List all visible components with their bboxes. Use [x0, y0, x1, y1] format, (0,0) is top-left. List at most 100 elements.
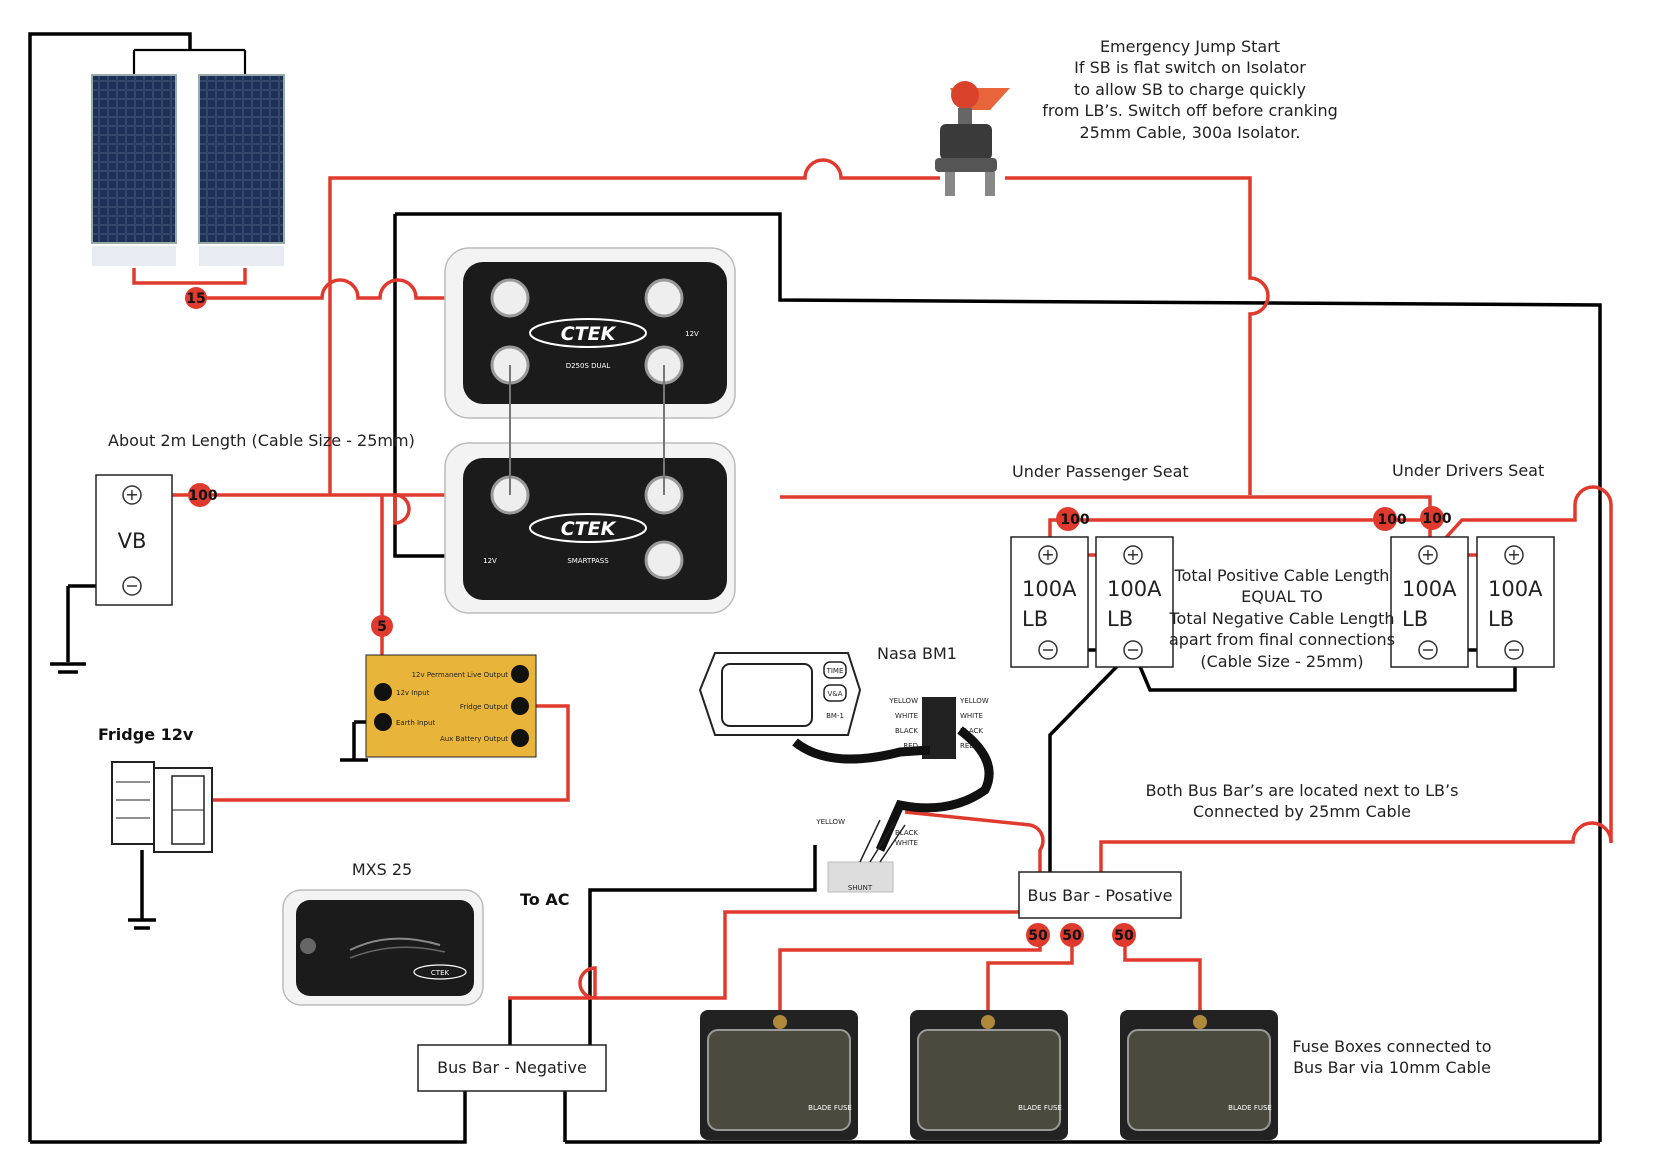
equal-length-line-3: Total Negative Cable Length [1168, 609, 1394, 628]
fuse-panel-ground [340, 722, 368, 762]
fuse-box-1-label: BLADE FUSE [808, 1104, 852, 1112]
fuse-box-1: BLADE FUSE [700, 1010, 858, 1140]
equal-length-line-5: (Cable Size - 25mm) [1200, 652, 1363, 671]
badge-fuse-panel-in: 5 [377, 619, 387, 635]
annotations: Emergency Jump Start If SB is flat switc… [98, 37, 1544, 1077]
badge-fuse-b-dot [1060, 923, 1084, 947]
mxs-button [300, 938, 316, 954]
vb-to-isolator-wire [328, 158, 940, 495]
isolator-post-right [985, 172, 995, 196]
shunt-leads [859, 819, 906, 863]
nasa-bm1-monitor: TIME V&A BM-1 YELLOW WHITE BLACK RED YEL… [698, 652, 994, 852]
lb-3-type: LB [1402, 607, 1428, 631]
bm1-wire-left-2: WHITE [895, 712, 918, 720]
lb-neg-series [1131, 649, 1517, 692]
ctek-negative-wire [395, 212, 1602, 1142]
badge-fuse-panel-in-dot [371, 615, 393, 637]
lb-2-positive-terminal [1123, 545, 1143, 565]
badge-fuse-c-dot [1112, 923, 1136, 947]
vehicle-battery: + VB [95, 474, 173, 606]
ctek-d250s: CTEK D250S DUAL 12V [444, 247, 736, 419]
badge-lb-left: 100 [1060, 512, 1089, 528]
fuse-panel-input-label: 12v Input [396, 689, 430, 697]
ctek-top-terminal-1 [490, 278, 530, 318]
bm1-wire-right-4: RED [960, 742, 975, 750]
passenger-seat-label: Under Passenger Seat [1012, 462, 1189, 481]
solar-negative-wire [28, 32, 192, 1142]
shunt-wire-3: WHITE [895, 839, 918, 847]
bus-bar-negative [417, 1044, 607, 1092]
bm1-model-label: BM-1 [826, 712, 844, 720]
bm1-wire-left-4: RED [903, 742, 918, 750]
lb-3-capacity: 100A [1402, 577, 1457, 601]
lb-3-plus-icon: + [1421, 545, 1434, 564]
left-bottom-negative [30, 1086, 467, 1144]
mxs-logo: CTEK [431, 969, 450, 977]
bus-bar-positive-label: Bus Bar - Posative [1028, 886, 1173, 905]
fuse-panel: 12v Permanent Live Output 12v Input Frid… [365, 654, 537, 758]
fridge-door [111, 761, 155, 845]
bm1-wire-right-1: YELLOW [959, 697, 989, 705]
bm1-time-label: TIME [826, 667, 844, 675]
fuse-panel-input-terminal [374, 683, 392, 701]
jump-start-line-2: If SB is flat switch on Isolator [1074, 58, 1306, 77]
isolator-base [935, 158, 997, 172]
bus-bars-line-2: Connected by 25mm Cable [1193, 802, 1411, 821]
lb-battery-1: + 100A LB [1010, 536, 1089, 668]
lb-3-positive-terminal [1418, 545, 1438, 565]
ctek-bottom-logo-ring [529, 513, 647, 543]
fridge-label: Fridge 12v [98, 725, 194, 744]
bm1-wire-left-1: YELLOW [888, 697, 918, 705]
isolator-switch [935, 81, 1010, 196]
vb-label: VB [118, 529, 147, 553]
fuse-box-2: BLADE FUSE [910, 1010, 1068, 1140]
fridge-output-wire [212, 704, 570, 802]
badge-solar-dot [185, 287, 207, 309]
mxs25-charger: CTEK [282, 889, 484, 1006]
ctek-smartpass: CTEK SMARTPASS 12V [444, 365, 736, 614]
fuse-panel-fridge-terminal [511, 697, 529, 715]
jump-start-line-3: to allow SB to charge quickly [1074, 80, 1306, 99]
lb-4-plus-icon: + [1507, 545, 1520, 564]
nasa-bm1-label: Nasa BM1 [877, 644, 957, 663]
badge-vb-out: 100 [188, 488, 217, 504]
fuse-b-wire [986, 935, 1074, 1020]
fuse-box-1-stud [773, 1015, 787, 1029]
lb-2-plus-icon: + [1126, 545, 1139, 564]
mxs-to-busbar-pos [508, 910, 1042, 1000]
bm1-cable-right [875, 726, 994, 852]
badge-lb-right-b-dot [1420, 506, 1444, 530]
fuse-boxes-line-1: Fuse Boxes connected to [1292, 1037, 1491, 1056]
ctek-top-logo-ring [529, 318, 647, 348]
ctek-to-lb-wire [780, 495, 1432, 555]
fuse-boxes: BLADE FUSE BLADE FUSE BLADE FUSE [700, 1010, 1278, 1140]
fridge-ground [128, 850, 156, 930]
lb-2-capacity: 100A [1107, 577, 1162, 601]
fuse-box-3: BLADE FUSE [1120, 1010, 1278, 1140]
bus-bar-negative-label: Bus Bar - Negative [437, 1058, 587, 1077]
isolator-body [940, 124, 992, 160]
cable-length-note: About 2m Length (Cable Size - 25mm) [108, 431, 415, 450]
lb-4-type: LB [1488, 607, 1514, 631]
ctek-top-terminal-2 [644, 278, 684, 318]
lb-1-plus-icon: + [1041, 545, 1054, 564]
badge-vb-out-dot [188, 483, 212, 507]
ctek-bottom-logo: CTEK [561, 518, 617, 540]
ctek-top-logo: CTEK [561, 323, 617, 345]
lb-1-type: LB [1022, 607, 1048, 631]
equal-length-line-1: Total Positive Cable Length [1174, 566, 1390, 585]
drivers-seat-label: Under Drivers Seat [1392, 461, 1544, 480]
isolator-knob [951, 81, 979, 109]
shunt-label: SHUNT [848, 884, 873, 892]
fuse-box-2-cover [917, 1029, 1061, 1131]
lb-neg-to-busbar [1048, 648, 1135, 872]
vb-positive-terminal [122, 485, 142, 505]
fridge [111, 761, 213, 853]
fuse-boxes-line-2: Bus Bar via 10mm Cable [1293, 1058, 1491, 1077]
bm1-wire-right-3: BLACK [960, 727, 983, 735]
ctek-bottom-terminal-3 [644, 540, 684, 580]
bm1-wire-right-2: WHITE [960, 712, 983, 720]
jump-start-line-1: Emergency Jump Start [1100, 37, 1280, 56]
fuse-box-2-label: BLADE FUSE [1018, 1104, 1062, 1112]
fuse-box-3-cover [1127, 1029, 1271, 1131]
